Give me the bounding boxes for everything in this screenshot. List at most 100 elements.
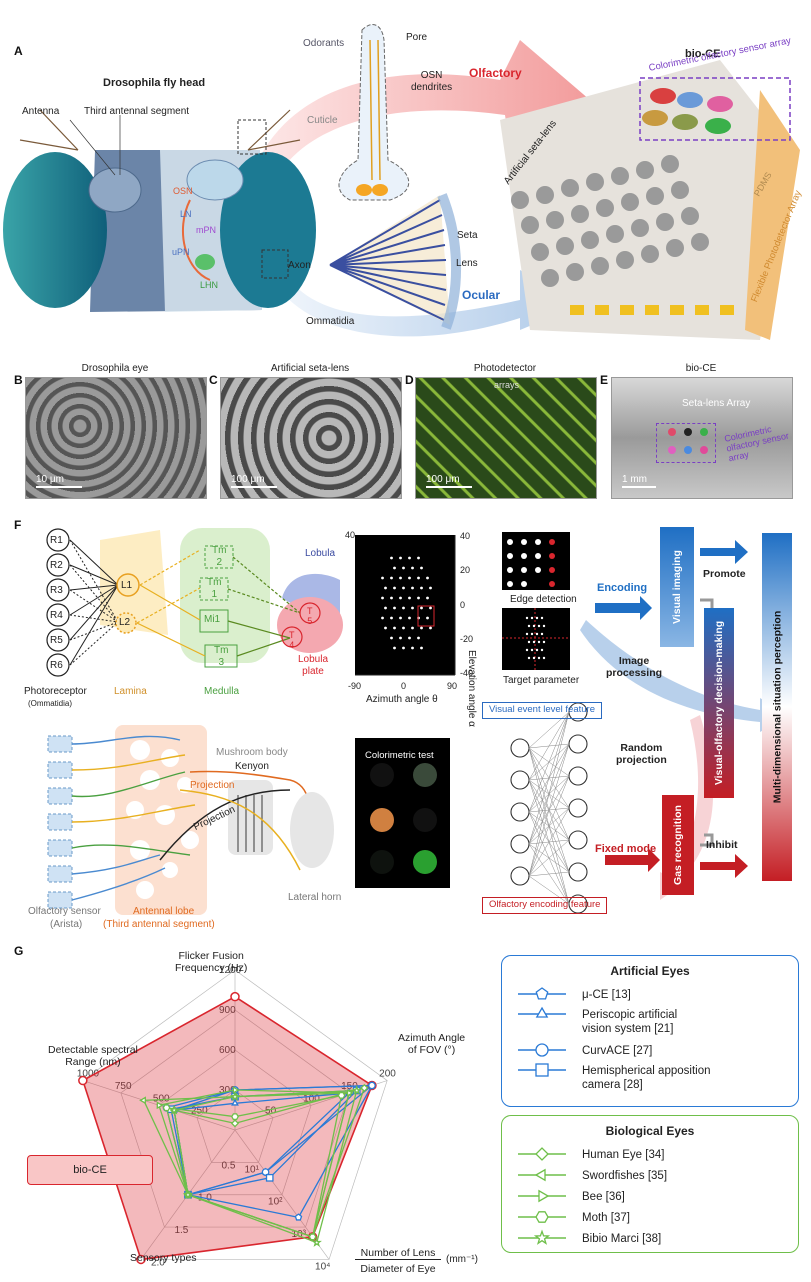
lhn-label: LHN [200,280,219,290]
scatter-dot [426,576,429,580]
bioce-device [500,60,800,340]
marker-hexagon [231,1113,239,1121]
upn-label: uPN [172,247,190,257]
radar-tick-label: 250 [191,1106,208,1117]
third-segment-label: Third antennal segment [84,106,190,117]
radar-tick-label: 10⁴ [315,1261,330,1272]
osn-dendrites-label: OSN dendrites [411,70,453,93]
sensor-dot [700,428,708,436]
lens-label: Lens [456,258,478,269]
target-dot [532,640,536,644]
visual-olfactory-bar: Visual-olfactory decision-making [704,608,734,798]
target-dot [532,656,536,660]
panel-e-scalebar: 1 mm [622,474,656,488]
olfactory-label: Olfactory [469,66,522,80]
marker-star [229,1091,241,1102]
radar-tick-label: 100 [303,1093,320,1104]
scatter-dot [420,586,423,590]
target-dot [542,656,546,660]
drosophila-eye-micrograph: 10 μm [25,377,207,499]
scatter-dot [384,606,387,610]
scatter-dot [429,586,432,590]
panel-d-scalebar: 100 μm [426,474,472,488]
seta-label: Seta [457,230,478,241]
scatter-dot [402,586,405,590]
scatter-dot [381,616,384,620]
target-dot [527,640,531,644]
scatter-dot [429,626,432,630]
odorants-label: Odorants [303,38,345,49]
scatter-dot [417,596,420,600]
target-dot [525,648,529,652]
tm1-label: Tm 1 [207,577,222,600]
marker-star [168,1104,180,1115]
panel-b-title: Drosophila eye [81,363,149,374]
t4-label: T 4 [289,630,295,651]
lobula-plate-region [277,597,343,653]
marker-diamond [360,1083,369,1093]
olfactory-seta [338,24,410,201]
target-dot [530,648,534,652]
lamina-label: Lamina [114,686,147,697]
radar-tick-label: 0.5 [221,1160,235,1171]
scatter-dot [426,596,429,600]
radar-tick-label: 50 [265,1106,277,1117]
y-tick-neg20: -20 [460,634,474,644]
target-dot [537,656,541,660]
scatter-dot [384,626,387,630]
radar-axis-lens-unit: (mm⁻¹) [446,1254,478,1265]
scatter-dot [420,606,423,610]
antennal-lobe-label: Antennal lobe [133,906,195,917]
scatter-dot [402,566,405,570]
legend-bibio-marci: Bibio Marci [38] [582,1233,662,1245]
marker-triangle [231,1098,239,1106]
r6-label: R6 [50,660,63,671]
x-tick-neg90: -90 [348,681,362,691]
panel-e-seta-lens: Seta-lens Array [682,398,751,409]
radar-tick-label: 900 [219,1005,236,1016]
marker-hexagon [308,1233,317,1241]
target-dot [540,632,544,636]
marker-star [533,1229,551,1245]
multi-dim-bar: Multi-dimensional situation perception [762,533,792,881]
scatter-dot [411,566,414,570]
marker-circle [535,1043,549,1057]
scatter-dot [399,616,402,620]
scatter-dot [393,606,396,610]
radar-axis-flicker: Flicker Fusion Frequency (Hz) [175,950,248,975]
target-dot [530,616,534,620]
marker-square [265,1173,274,1182]
radar-point [136,1254,146,1265]
scatter-dot [408,636,411,640]
radar-point [78,1075,88,1086]
scatter-dot [390,616,393,620]
scatter-dot [417,556,420,560]
sensor-dot [684,428,692,436]
pore-label: Pore [406,32,428,43]
target-dot [542,640,546,644]
x-tick-0: 0 [401,681,407,691]
colorimetric-test-label: Colorimetric test [365,750,434,761]
y-tick-40-right: 40 [460,531,471,541]
l1-label: L1 [121,580,133,591]
scatter-dot [390,596,393,600]
radar-tick-label: 200 [379,1069,396,1080]
fly-head [3,109,316,312]
marker-triangle-right [538,1189,550,1203]
radar-tick-label: 1.5 [174,1225,188,1236]
scatter-dot [399,636,402,640]
ocular-arrow [280,270,580,337]
radar-chart: 30060090012005010015020010¹10²10³10⁴0.51… [77,965,396,1272]
legend-bee: Bee [36] [582,1191,625,1203]
marker-triangle-left [139,1096,146,1105]
panel-c-scalebar: 100 μm [231,474,277,488]
marker-hexagon [162,1104,171,1112]
edge-detection-label: Edge detection [510,594,577,605]
mushroom-body-label: Mushroom body [216,747,288,758]
panel-b-label: B [14,373,23,387]
scatter-dot [381,596,384,600]
target-dot [525,616,529,620]
marker-triangle-left [534,1168,546,1182]
radar-tick-label: 300 [219,1085,236,1096]
cuticle-label: Cuticle [307,115,338,126]
